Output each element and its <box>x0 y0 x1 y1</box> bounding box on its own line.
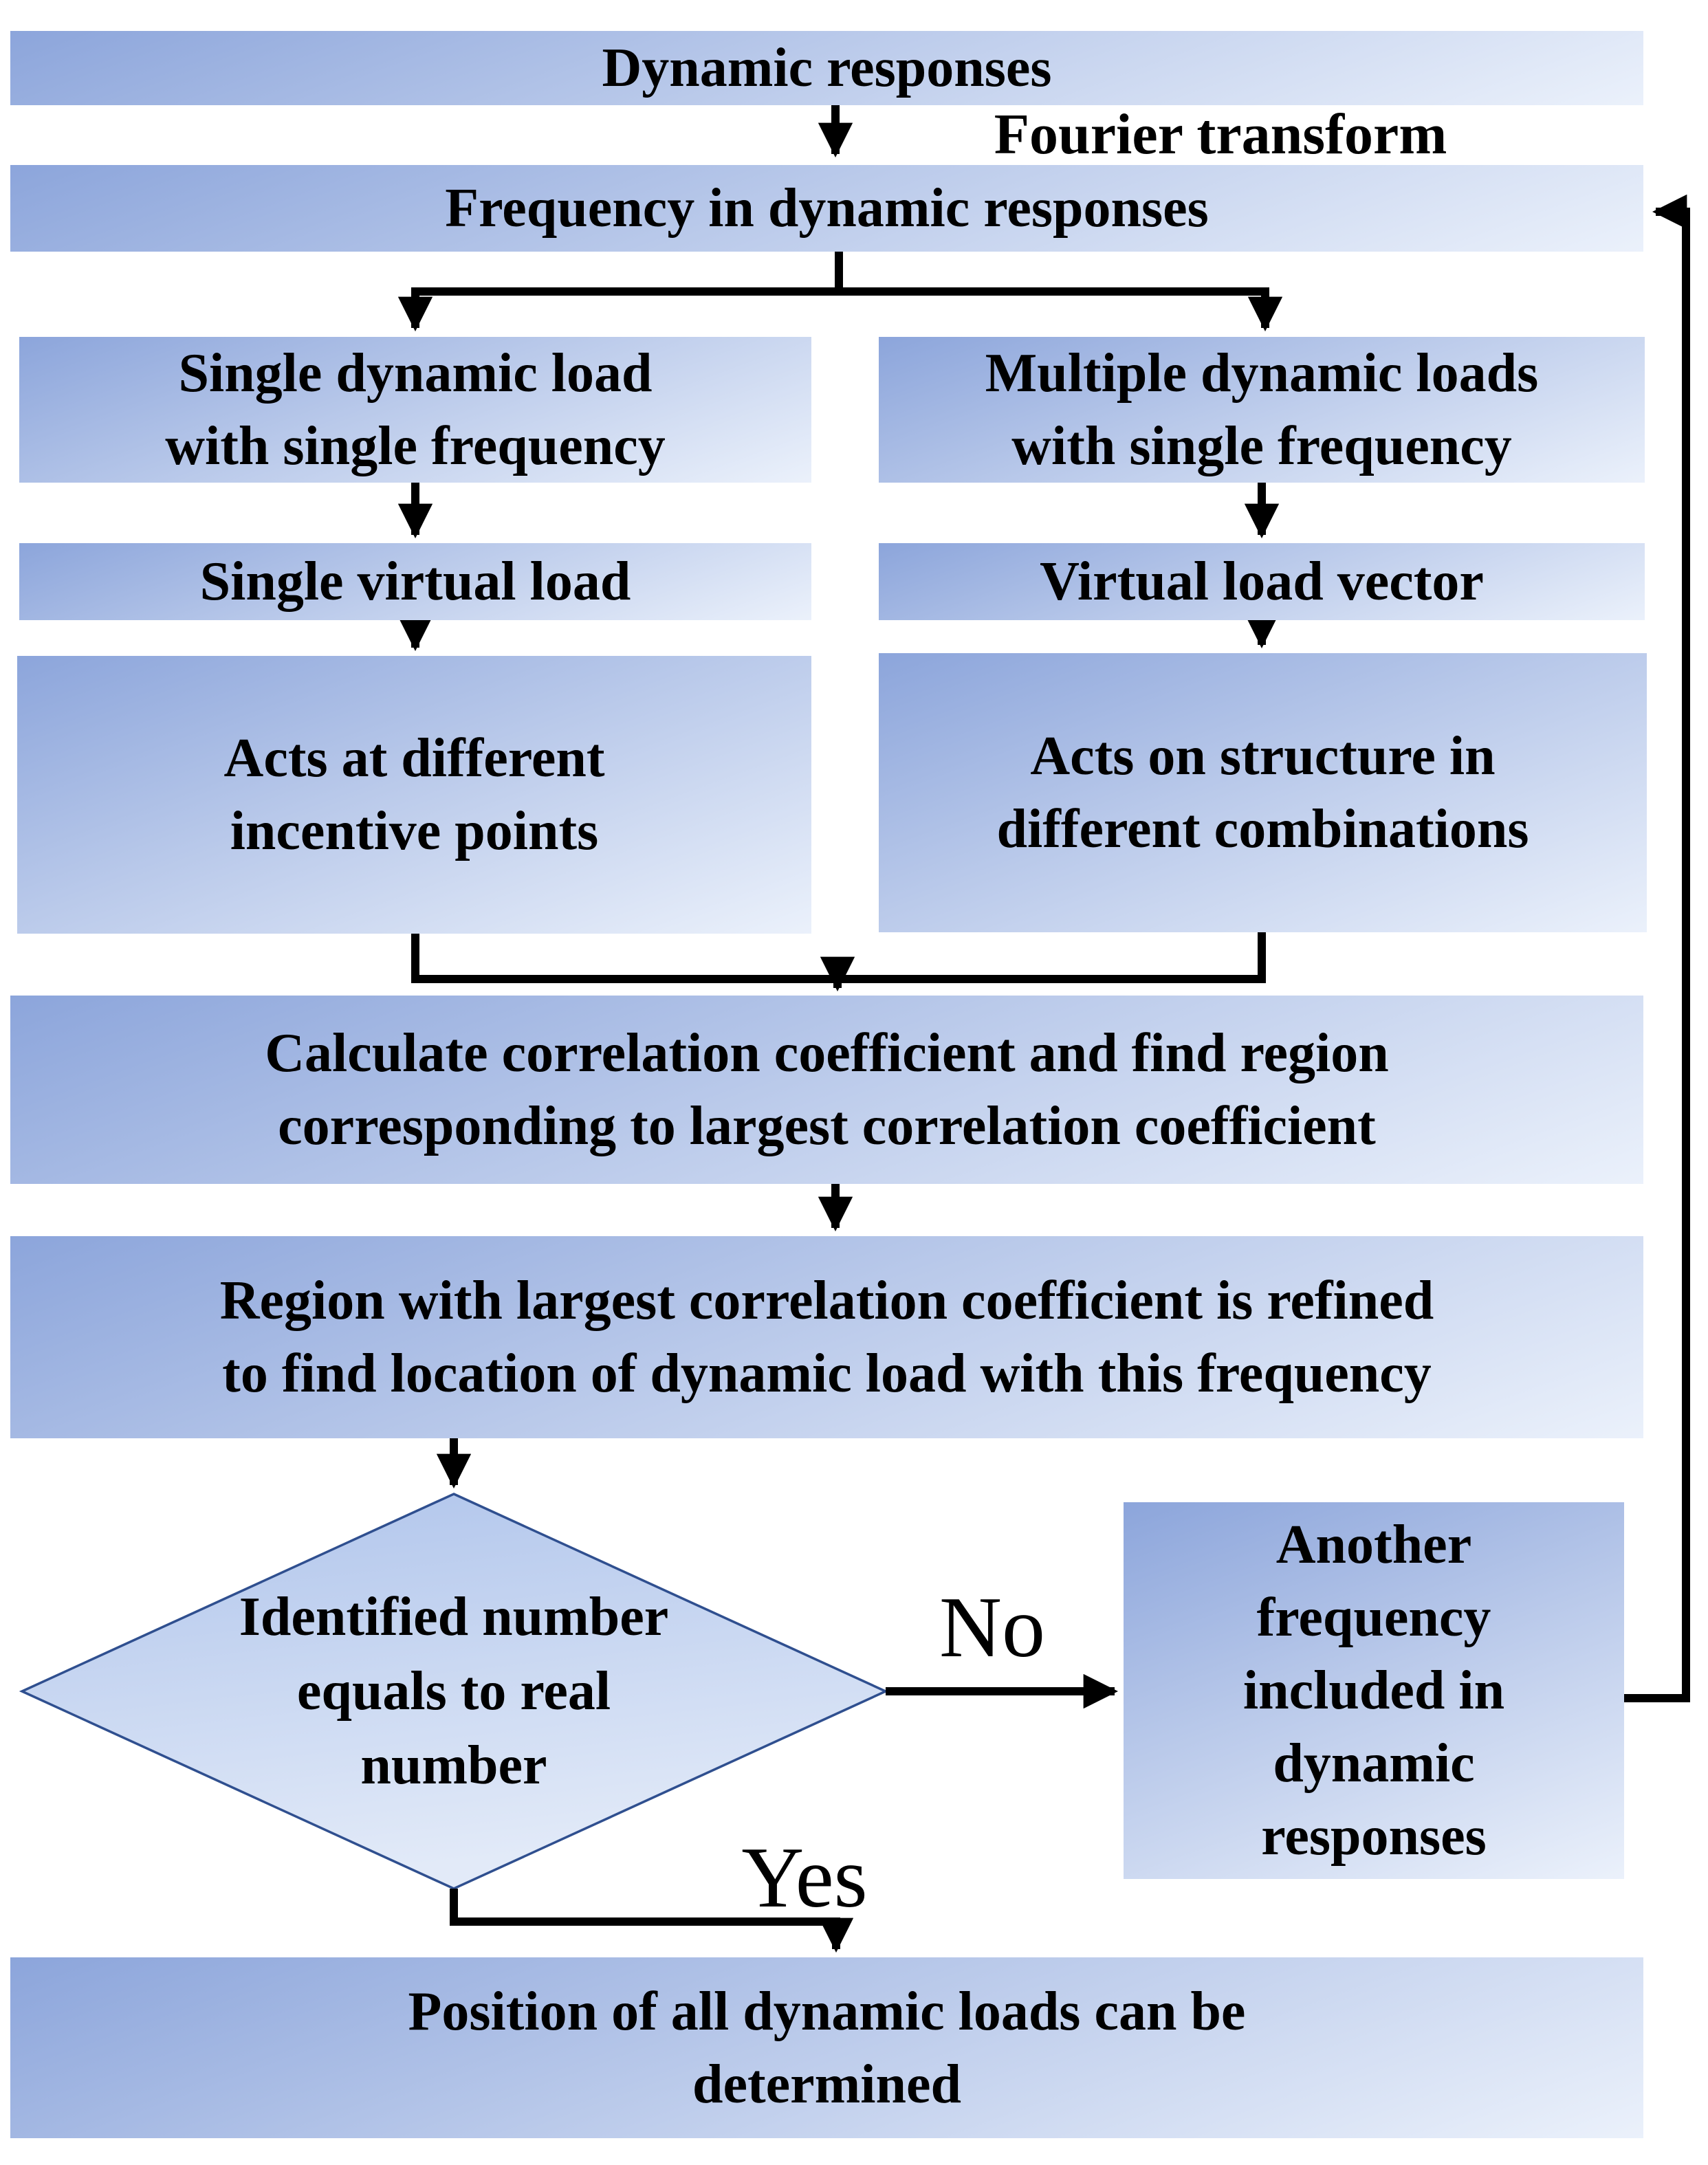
node-region-refined: Region with largest correlation coeffici… <box>10 1236 1643 1438</box>
node-another-frequency-label: Another frequency included in dynamic re… <box>1242 1515 1505 1867</box>
node-region-refined-label: Region with largest correlation coeffici… <box>219 1271 1434 1404</box>
edge-label-yes: Yes <box>741 1830 868 1926</box>
node-dynamic-responses: Dynamic responses <box>10 31 1643 105</box>
node-virtual-load-vector: Virtual load vector <box>879 543 1645 620</box>
node-identified-number-decision-label: Identified number equals to real number <box>239 1587 669 1796</box>
node-frequency-label: Frequency in dynamic responses <box>445 178 1209 239</box>
node-single-dynamic-load-label: Single dynamic load with single frequenc… <box>165 343 666 476</box>
node-calculate-correlation-label: Calculate correlation coefficient and fi… <box>265 1023 1389 1156</box>
edge-label-fourier-transform: Fourier transform <box>994 102 1447 166</box>
node-acts-at-incentive-points: Acts at different incentive points <box>17 656 811 934</box>
node-frequency-in-dynamic-responses: Frequency in dynamic responses <box>10 165 1643 252</box>
node-dynamic-responses-label: Dynamic responses <box>602 38 1052 98</box>
node-acts-on-structure-label: Acts on structure in different combinati… <box>996 726 1529 859</box>
feedback-loop-connector <box>1624 194 1690 1702</box>
node-acts-at-incentive-points-label: Acts at different incentive points <box>223 728 605 861</box>
node-calculate-correlation: Calculate correlation coefficient and fi… <box>10 996 1643 1184</box>
yes-connector <box>450 1889 836 1926</box>
node-single-dynamic-load: Single dynamic load with single frequenc… <box>19 337 811 483</box>
node-single-virtual-load-label: Single virtual load <box>199 551 631 612</box>
node-multiple-dynamic-loads: Multiple dynamic loads with single frequ… <box>879 337 1645 483</box>
node-single-virtual-load: Single virtual load <box>19 543 811 620</box>
node-virtual-load-vector-label: Virtual load vector <box>1040 551 1484 612</box>
node-acts-on-structure: Acts on structure in different combinati… <box>879 653 1647 932</box>
node-position-determined: Position of all dynamic loads can be det… <box>10 1957 1643 2138</box>
node-another-frequency: Another frequency included in dynamic re… <box>1124 1502 1624 1879</box>
split-connector <box>411 252 1267 296</box>
node-multiple-dynamic-loads-label: Multiple dynamic loads with single frequ… <box>985 343 1539 476</box>
node-identified-number-decision: Identified number equals to real number <box>110 1574 798 1808</box>
edge-label-no: No <box>939 1580 1045 1675</box>
merge-connector <box>411 932 1266 983</box>
node-position-determined-label: Position of all dynamic loads can be det… <box>408 1981 1246 2115</box>
